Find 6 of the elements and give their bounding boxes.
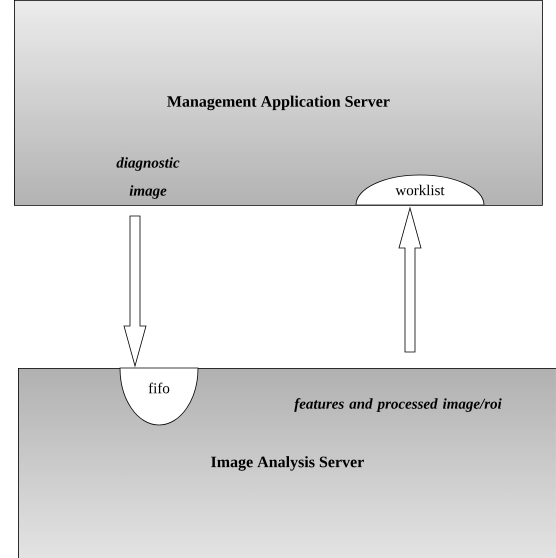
flow-label: diagnostic image <box>116 157 180 199</box>
flow-label: features and processed image/roi <box>294 398 502 412</box>
half-ellipse-port: worklist <box>356 174 484 206</box>
hollow-arrow <box>123 216 147 368</box>
hollow-arrow <box>398 206 422 352</box>
half-ellipse-port: fifo <box>120 368 198 426</box>
